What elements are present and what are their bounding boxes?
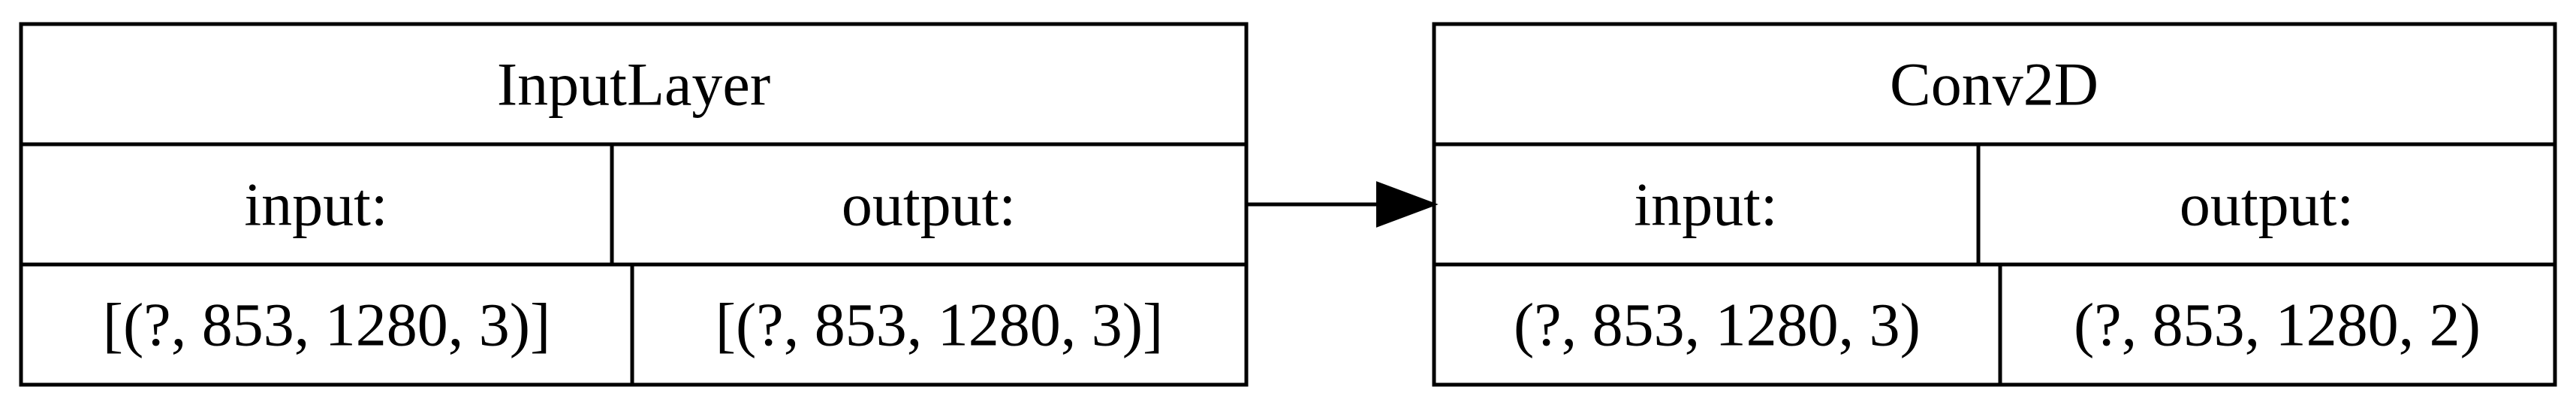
node-input-layer-title: InputLayer [497,50,770,119]
node-input-layer-input-label: input: [244,171,387,239]
node-conv2d-output-shape: (?, 853, 1280, 2) [2074,291,2481,359]
node-conv2d-input-shape: (?, 853, 1280, 3) [1514,291,1921,359]
node-conv2d-title: Conv2D [1890,50,2098,119]
node-input-layer-output-label: output: [842,171,1016,239]
node-conv2d: Conv2D input: output: (?, 853, 1280, 3) … [1432,22,2557,387]
node-input-layer-input-shape: [(?, 853, 1280, 3)] [103,291,551,359]
node-conv2d-output-label: output: [2180,171,2354,239]
edge-input-to-conv2d [1246,181,1439,228]
node-input-layer: InputLayer input: output: [(?, 853, 1280… [19,22,1249,387]
node-input-layer-output-shape: [(?, 853, 1280, 3)] [716,291,1164,359]
node-conv2d-frame [1432,22,2557,387]
edge-arrowhead-icon [1376,181,1439,228]
node-conv2d-input-label: input: [1634,171,1777,239]
